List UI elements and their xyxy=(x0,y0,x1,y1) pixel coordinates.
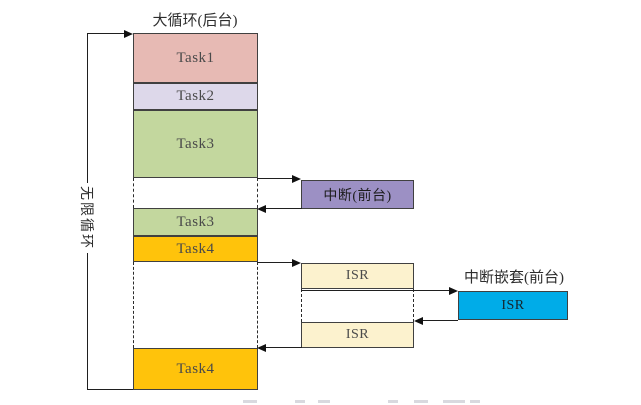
isr-suspended-gap xyxy=(301,289,414,322)
task3-to-interrupt-arrowhead-icon xyxy=(292,174,301,183)
interrupt-foreground-box: 中断(前台) xyxy=(301,180,414,209)
task2-label: Task2 xyxy=(176,88,215,104)
nested-return-arrowhead-icon xyxy=(414,316,423,325)
nested-isr-label: ISR xyxy=(501,297,525,313)
task3-to-interrupt-line xyxy=(257,177,294,179)
loop-bottom-line xyxy=(87,388,133,390)
interrupt-return-line xyxy=(266,207,302,209)
nested-return-line xyxy=(423,319,458,321)
isr-bottom-box: ISR xyxy=(301,322,414,348)
infinite-loop-label: 无限循环 xyxy=(77,183,97,253)
task4-to-isr-line xyxy=(257,261,294,263)
task3-label: Task3 xyxy=(176,135,215,152)
isr-top-label: ISR xyxy=(345,268,370,283)
background-loop-title: 大循环(后台) xyxy=(152,13,238,29)
task3-resumed-label: Task3 xyxy=(176,213,215,230)
task4-resumed-label: Task4 xyxy=(176,360,215,377)
task4-box: Task4 xyxy=(133,236,258,262)
isr-to-nested-line xyxy=(301,289,451,291)
task4-resumed-box: Task4 xyxy=(133,348,258,390)
stack-suspended-gap-2 xyxy=(133,262,258,348)
task1-box: Task1 xyxy=(133,33,258,83)
isr-to-nested-arrowhead-icon xyxy=(449,286,458,295)
isr-top-box: ISR xyxy=(301,263,414,289)
task4-to-isr-arrowhead-icon xyxy=(292,258,301,267)
task3-box: Task3 xyxy=(133,110,258,178)
nested-isr-box: ISR xyxy=(458,291,568,320)
task4-label: Task4 xyxy=(176,240,215,257)
nested-interrupt-title: 中断嵌套(前台) xyxy=(464,270,564,286)
task3-resumed-box: Task3 xyxy=(133,208,258,236)
isr-return-line xyxy=(266,347,302,348)
loop-top-line xyxy=(87,33,125,34)
interrupt-foreground-label: 中断(前台) xyxy=(323,188,392,204)
stack-suspended-gap-1 xyxy=(133,178,258,208)
task2-box: Task2 xyxy=(133,83,258,110)
task1-label: Task1 xyxy=(176,49,215,66)
interrupt-return-arrowhead-icon xyxy=(257,204,266,213)
loop-top-arrowhead-icon xyxy=(124,30,133,38)
isr-bottom-label: ISR xyxy=(345,327,370,342)
isr-return-arrowhead-icon xyxy=(257,344,266,352)
